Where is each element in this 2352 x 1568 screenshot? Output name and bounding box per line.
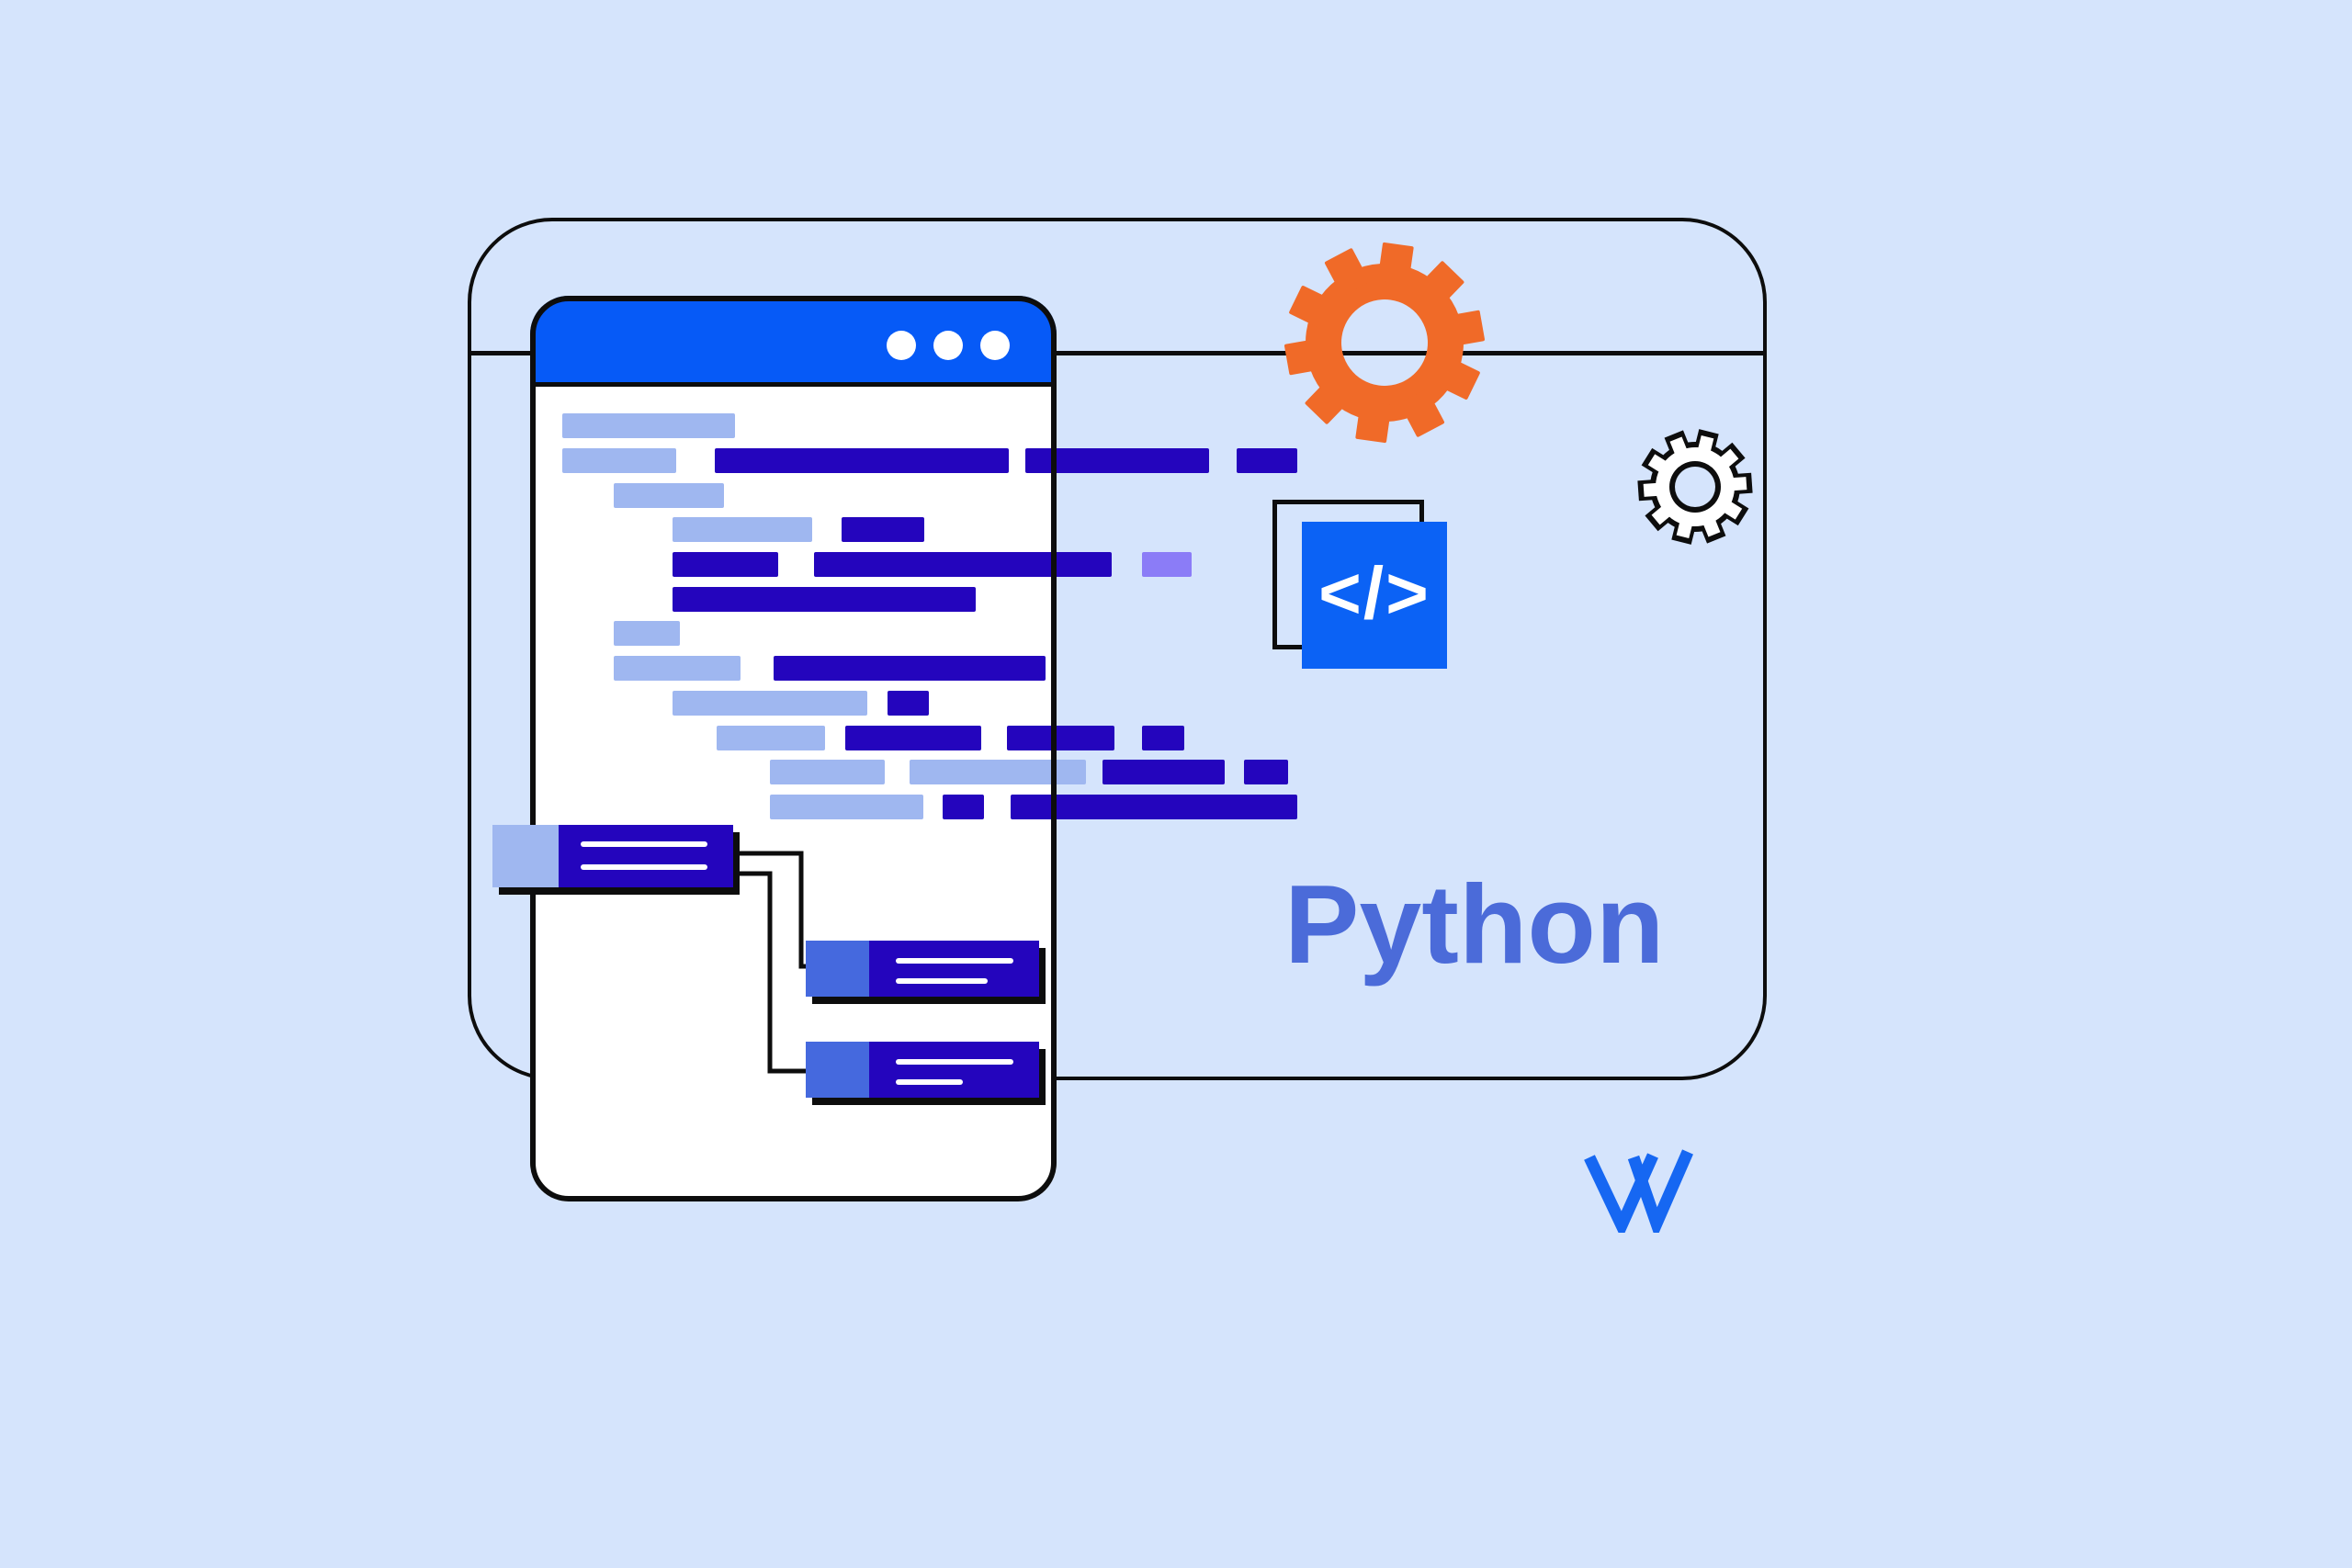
flowchart-node-textline <box>896 1079 963 1085</box>
flowchart-node-textline <box>581 864 707 870</box>
flowchart-node <box>806 941 1039 997</box>
w-logo <box>1584 1149 1693 1233</box>
code-line-bar <box>717 726 825 750</box>
titlebar-dot <box>887 331 916 360</box>
code-icon: </> <box>1302 522 1447 669</box>
code-line-bar <box>673 552 778 577</box>
code-line-bar <box>614 621 680 646</box>
code-line-bar <box>770 795 923 819</box>
code-line-bar <box>1007 726 1114 750</box>
code-line-bar <box>1142 552 1192 577</box>
code-line-bar <box>1011 795 1297 819</box>
flowchart-node <box>806 1042 1039 1098</box>
browser-window-outline <box>468 218 1767 1080</box>
flowchart-node-accent <box>806 941 869 997</box>
gear-outline-icon <box>1637 429 1753 545</box>
code-line-bar <box>1102 760 1225 784</box>
code-line-bar <box>774 656 1046 681</box>
flowchart-node-textline <box>896 1059 1013 1065</box>
code-line-bar <box>943 795 984 819</box>
browser-titlebar-divider <box>470 351 1764 355</box>
code-line-bar <box>888 691 929 716</box>
code-line-bar <box>715 448 1009 473</box>
flowchart-connector <box>733 851 806 969</box>
code-line-bar <box>1142 726 1184 750</box>
flowchart-node-textline <box>896 978 988 984</box>
python-label: Python <box>1284 862 1665 987</box>
code-line-bar <box>673 517 812 542</box>
code-line-bar <box>562 448 676 473</box>
code-line-bar <box>770 760 885 784</box>
code-line-bar <box>673 691 867 716</box>
titlebar-dot <box>980 331 1010 360</box>
flowchart-node-accent <box>492 825 559 887</box>
code-line-bar <box>562 413 735 438</box>
code-icon-glyph: </> <box>1318 552 1430 634</box>
titlebar-dot <box>933 331 963 360</box>
flowchart-node-textline <box>581 841 707 847</box>
gear-icon <box>1284 242 1485 444</box>
code-line-bar <box>673 587 976 612</box>
code-line-bar <box>910 760 1086 784</box>
code-line-bar <box>614 656 741 681</box>
editor-window-titlebar <box>530 296 1057 387</box>
code-line-bar <box>842 517 924 542</box>
flowchart-node-textline <box>896 958 1013 964</box>
code-line-bar <box>814 552 1112 577</box>
code-line-bar <box>845 726 981 750</box>
code-line-bar <box>1244 760 1288 784</box>
code-line-bar <box>1237 448 1297 473</box>
code-line-bar <box>614 483 724 508</box>
flowchart-connector <box>733 871 806 1074</box>
flowchart-node-accent <box>806 1042 869 1098</box>
flowchart-node <box>492 825 733 887</box>
